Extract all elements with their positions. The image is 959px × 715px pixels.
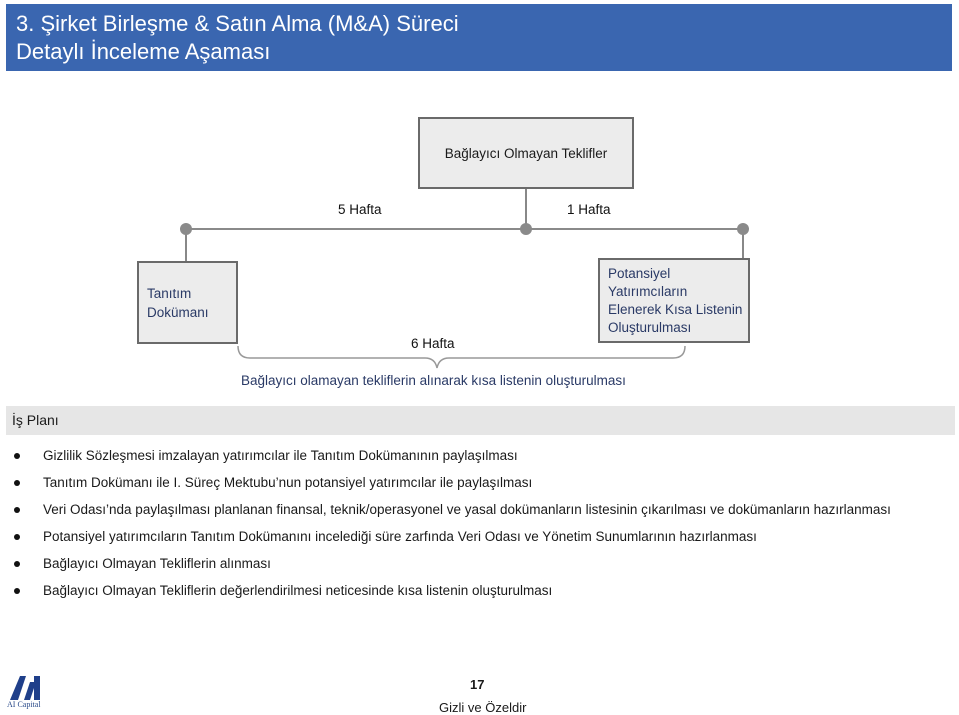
business-plan-heading: İş Planı bbox=[12, 412, 59, 428]
timeline-node-end bbox=[737, 223, 749, 235]
diagram-caption: Bağlayıcı olamayan tekliflerin alınarak … bbox=[241, 373, 626, 388]
confidential-note: Gizli ve Özeldir bbox=[439, 700, 527, 715]
shortlist-box: Potansiyel Yatırımcıların Elenerek Kısa … bbox=[598, 258, 750, 343]
list-item: Bağlayıcı Olmayan Tekliflerin alınması bbox=[14, 550, 954, 577]
timeline-diagram bbox=[180, 189, 749, 369]
teaser-line1: Tanıtım bbox=[147, 285, 192, 301]
bullet-icon bbox=[14, 534, 20, 540]
teaser-line2: Dokümanı bbox=[147, 304, 209, 320]
label-6-weeks: 6 Hafta bbox=[411, 336, 455, 351]
company-logo-text: AI Capital bbox=[7, 700, 41, 709]
list-item: Bağlayıcı Olmayan Tekliflerin değerlendi… bbox=[14, 577, 954, 604]
teaser-document-box: Tanıtım Dokümanı bbox=[137, 261, 238, 344]
business-plan-header: İş Planı bbox=[6, 406, 955, 435]
list-item-text: Bağlayıcı Olmayan Tekliflerin değerlendi… bbox=[43, 583, 553, 598]
shortlist-line3: Elenerek Kısa Listenin bbox=[608, 301, 743, 317]
list-item-text: Gizlilik Sözleşmesi imzalayan yatırımcıl… bbox=[43, 448, 518, 463]
list-item-text: Tanıtım Dokümanı ile I. Süreç Mektubu’nu… bbox=[43, 475, 533, 490]
page-title-line1: 3. Şirket Birleşme & Satın Alma (M&A) Sü… bbox=[16, 11, 459, 36]
bullet-icon bbox=[14, 453, 20, 459]
bullet-icon bbox=[14, 480, 20, 486]
timeline-node-start bbox=[180, 223, 192, 235]
non-binding-offers-label: Bağlayıcı Olmayan Teklifler bbox=[444, 145, 608, 161]
page-number: 17 bbox=[470, 677, 485, 692]
shortlist-line2: Yatırımcıların bbox=[608, 283, 688, 299]
business-plan-list: Gizlilik Sözleşmesi imzalayan yatırımcıl… bbox=[14, 442, 954, 604]
list-item: Potansiyel yatırımcıların Tanıtım Doküma… bbox=[14, 523, 954, 550]
shortlist-line1: Potansiyel bbox=[608, 265, 671, 281]
timeline-node-middle bbox=[520, 223, 532, 235]
label-5-weeks: 5 Hafta bbox=[338, 202, 382, 217]
page-title-line2: Detaylı İnceleme Aşaması bbox=[16, 39, 271, 64]
list-item: Tanıtım Dokümanı ile I. Süreç Mektubu’nu… bbox=[14, 469, 954, 496]
span-brace bbox=[237, 345, 686, 369]
list-item-text: Potansiyel yatırımcıların Tanıtım Doküma… bbox=[43, 529, 757, 544]
title-banner: 3. Şirket Birleşme & Satın Alma (M&A) Sü… bbox=[6, 4, 952, 71]
label-1-week: 1 Hafta bbox=[567, 202, 611, 217]
list-item: Gizlilik Sözleşmesi imzalayan yatırımcıl… bbox=[14, 442, 954, 469]
bullet-icon bbox=[14, 507, 20, 513]
bullet-icon bbox=[14, 588, 20, 594]
list-item: Veri Odası’nda paylaşılması planlanan fi… bbox=[14, 496, 954, 523]
shortlist-line4: Oluşturulması bbox=[608, 319, 692, 335]
company-logo-icon bbox=[10, 676, 40, 700]
bullet-icon bbox=[14, 561, 20, 567]
list-item-text: Bağlayıcı Olmayan Tekliflerin alınması bbox=[43, 556, 271, 571]
non-binding-offers-box: Bağlayıcı Olmayan Teklifler bbox=[418, 117, 634, 189]
list-item-text: Veri Odası’nda paylaşılması planlanan fi… bbox=[43, 502, 891, 517]
